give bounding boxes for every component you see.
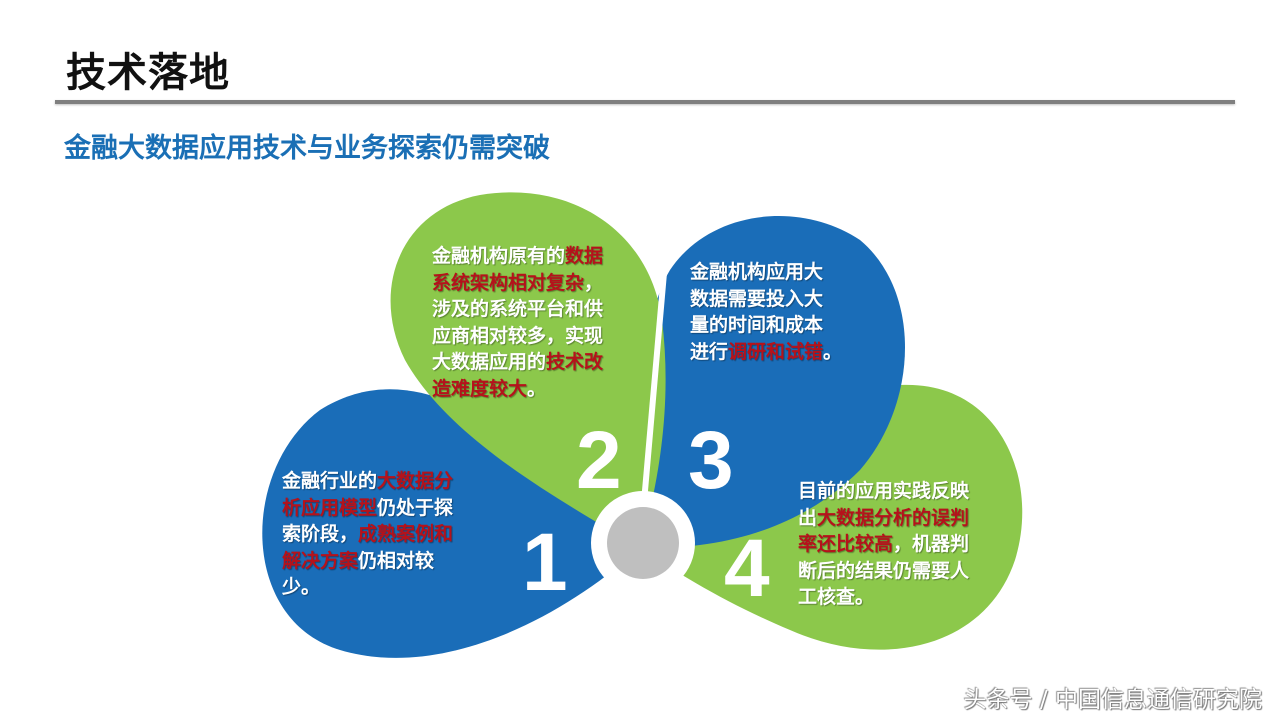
body-text: 索阶段， [282,523,359,545]
petal-1-text: 金融行业的大数据分析应用模型仍处于探索阶段，成熟案例和解决方案仍相对较少。 [282,468,482,601]
highlight-text: 解决方案 [282,549,359,572]
petal-text-line: 率还比较高，机器判 [798,531,998,558]
petal-2-number: 2 [576,415,622,506]
body-text: 数据需要投入大 [690,287,824,310]
body-text: 涉及的系统平台和供 [432,298,604,320]
body-text: 金融行业的 [282,470,378,492]
body-text: 量的时间和成本 [690,314,824,336]
petal-text-line: 量的时间和成本 [690,312,870,339]
petal-text-line: 断后的结果仍需要人 [798,558,998,585]
petal-text-line: 解决方案仍相对较 [282,548,482,575]
body-text: ，机器判 [893,533,970,555]
title-divider [55,100,1235,104]
petal-text-line: 目前的应用实践反映 [798,478,998,505]
highlight-text: 大数据分 [377,470,454,492]
body-text: ， [584,271,604,294]
petal-text-line: 应商相对较多，实现 [432,323,632,350]
petal-text-line: 大数据应用的技术改 [432,349,632,376]
center-dot [607,507,679,579]
body-text: 少。 [282,576,321,598]
page-subtitle: 金融大数据应用技术与业务探索仍需突破 [64,133,550,164]
petal-text-line: 造难度较大。 [432,376,632,403]
body-text: 金融机构原有的 [432,245,566,267]
body-text: 仍相对较 [358,549,435,572]
body-text: 应商相对较多，实现 [432,324,604,347]
petal-3-text: 金融机构应用大数据需要投入大量的时间和成本进行调研和试错。 [690,259,870,365]
petal-2-shape [390,192,666,548]
highlight-text: 析应用模型 [282,496,378,519]
highlight-text: 技术改 [546,351,604,373]
body-text: 大数据应用的 [432,351,547,373]
body-text: 。 [527,377,547,400]
petal-3-shape [640,216,905,549]
petal-text-line: 出大数据分析的误判 [798,505,998,532]
highlight-text: 系统架构相对复杂 [432,271,585,294]
body-text: 金融机构应用大 [690,261,824,283]
body-text: 进行 [690,340,729,363]
body-text: 目前的应用实践反映 [798,480,970,502]
petal-text-line: 工核查。 [798,584,998,611]
petal-text-line: 少。 [282,574,482,601]
highlight-text: 造难度较大 [432,377,528,400]
petal-3-number: 3 [688,415,734,506]
body-text: 仍处于探 [377,496,454,519]
petal-text-line: 系统架构相对复杂， [432,270,632,297]
petal-text-line: 金融机构应用大 [690,259,870,286]
petal-1-number: 1 [522,517,568,608]
highlight-text: 成熟案例和 [358,523,454,545]
body-text: 断后的结果仍需要人 [798,559,970,582]
petal-text-line: 金融机构原有的数据 [432,243,632,270]
petal-text-line: 索阶段，成熟案例和 [282,521,482,548]
petal-4-shape [640,384,1023,650]
highlight-text: 数据 [565,245,604,267]
petal-text-line: 析应用模型仍处于探 [282,495,482,522]
highlight-text: 调研和试错 [728,340,824,363]
highlight-text: 率还比较高 [798,533,894,555]
petal-text-line: 金融行业的大数据分 [282,468,482,495]
petal-4-number: 4 [724,523,770,614]
watermark: 头条号 / 中国信息通信研究院 [963,687,1262,713]
petal-text-line: 数据需要投入大 [690,286,870,313]
petal-4-text: 目前的应用实践反映出大数据分析的误判率还比较高，机器判断后的结果仍需要人工核查。 [798,478,998,611]
body-text: 工核查。 [798,586,875,608]
page-title: 技术落地 [66,50,230,96]
petal-2-text: 金融机构原有的数据系统架构相对复杂，涉及的系统平台和供应商相对较多，实现大数据应… [432,243,632,402]
petal-1-shape [262,389,640,658]
body-text: 。 [823,340,843,363]
body-text: 出 [798,506,818,529]
petal-text-line: 进行调研和试错。 [690,339,870,366]
petal-text-line: 涉及的系统平台和供 [432,296,632,323]
highlight-text: 大数据分析的误判 [817,506,970,529]
